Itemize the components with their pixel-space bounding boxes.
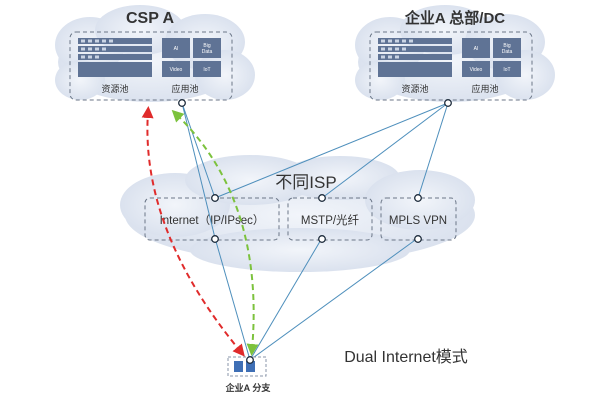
internet-bottom-node xyxy=(211,235,219,243)
csp-a-title: CSP A xyxy=(126,10,174,27)
mstp-bottom-node xyxy=(318,235,326,243)
branch-node xyxy=(246,356,254,364)
mstp-top-node xyxy=(318,194,326,202)
csp-a-tile-ai: AI xyxy=(174,46,179,52)
hq-node xyxy=(444,99,452,107)
isp-title: 不同ISP xyxy=(275,173,336,192)
mstp-label: MSTP/光纤 xyxy=(301,213,360,227)
isp-cloud: 不同ISP Internet（IP/IPsec） MSTP/光纤 MPLS VP… xyxy=(120,155,475,272)
hq-tile-ai: AI xyxy=(474,46,479,52)
branch-label: 企业A 分支 xyxy=(225,382,272,393)
csp-a-tile-video: Video xyxy=(170,67,183,73)
csp-a-tile-big: Big xyxy=(203,43,210,49)
hq-application-pool: AI Big Data Video IoT xyxy=(462,38,521,77)
csp-a-resource-pool xyxy=(78,38,152,77)
hq-cloud: 企业A 总部/DC AI Big Data Video IoT 资源池 应用池 xyxy=(355,5,555,102)
mstp-box xyxy=(287,197,373,241)
mpls-top-node xyxy=(414,194,422,202)
csp-a-tile-iot: IoT xyxy=(203,67,210,73)
hq-title: 企业A 总部/DC xyxy=(404,9,505,27)
csp-a-application-pool: AI Big Data Video IoT xyxy=(162,38,221,77)
branch-device-icon xyxy=(234,361,243,372)
csp-a-tile-data: Data xyxy=(202,49,213,55)
csp-a-application-pool-label: 应用池 xyxy=(171,83,198,94)
hq-resource-pool xyxy=(378,38,452,77)
hq-tile-video: Video xyxy=(470,67,483,73)
green-traffic-path xyxy=(171,109,259,356)
csp-a-cloud: CSP A AI Big Data Video IoT 资源池 xyxy=(55,5,255,102)
hq-tile-big: Big xyxy=(503,43,510,49)
connection-nodes xyxy=(178,99,452,243)
mpls-label: MPLS VPN xyxy=(389,215,447,227)
branch-device-icon xyxy=(246,361,255,372)
hq-resource-pool-label: 资源池 xyxy=(401,83,428,94)
internet-top-node xyxy=(211,194,219,202)
mpls-bottom-node xyxy=(414,235,422,243)
csp-a-resource-pool-label: 资源池 xyxy=(101,83,128,94)
red-traffic-path xyxy=(141,106,245,357)
csp-a-node xyxy=(178,99,186,107)
mode-label: Dual Internet模式 xyxy=(344,348,468,366)
branch-site: 企业A 分支 xyxy=(225,356,272,393)
hq-application-pool-label: 应用池 xyxy=(471,83,498,94)
hq-tile-iot: IoT xyxy=(503,67,510,73)
hq-tile-data: Data xyxy=(502,49,513,55)
